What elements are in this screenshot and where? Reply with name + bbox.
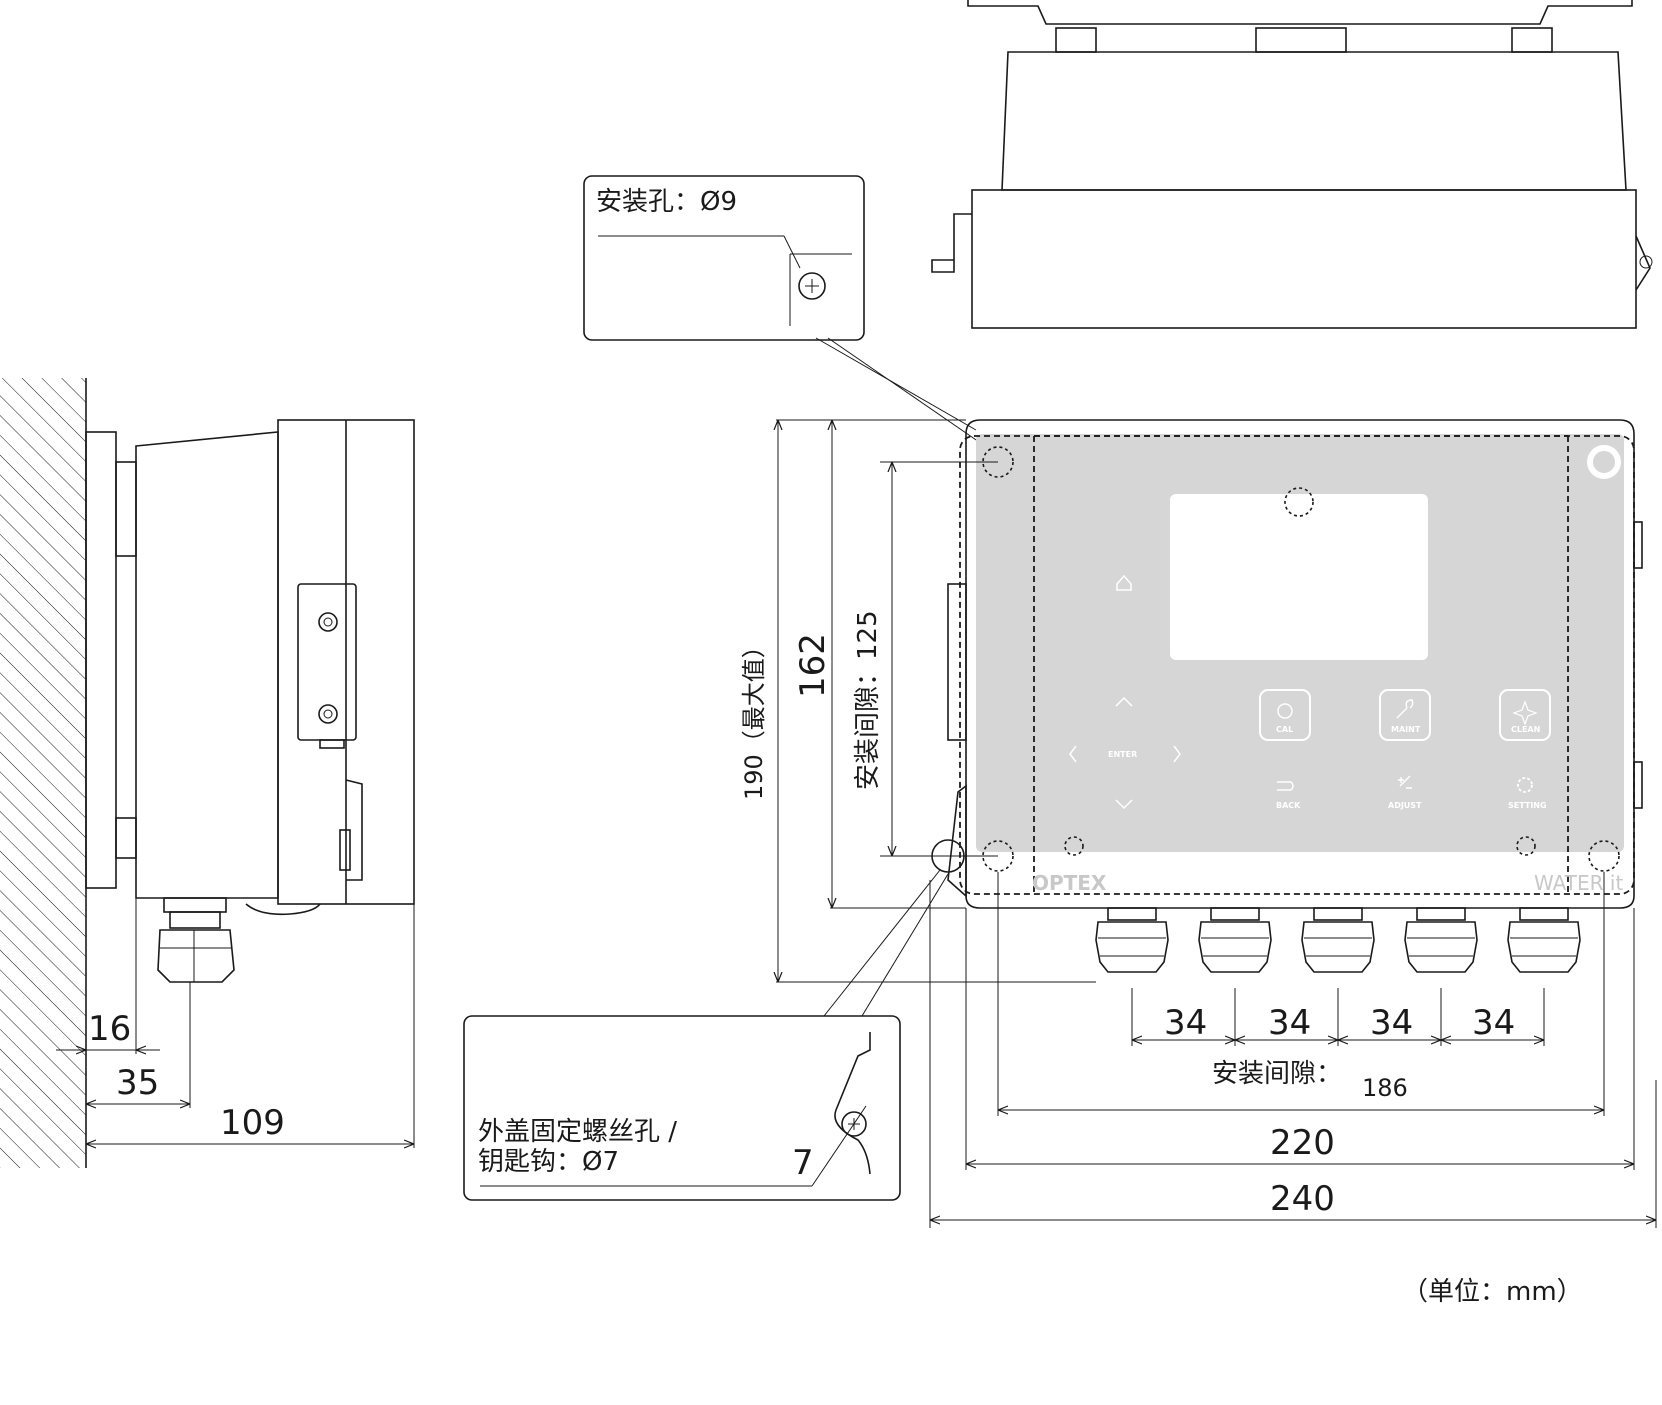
- mount-hole: [982, 840, 1014, 872]
- dim-mount-gap-value: 186: [1362, 1074, 1408, 1102]
- maint-button[interactable]: [1379, 689, 1431, 741]
- dim-pitch-3: 34: [1370, 1003, 1413, 1043]
- adjust-label: ADJUST: [1388, 801, 1422, 810]
- maint-label: MAINT: [1391, 725, 1421, 734]
- mount-hole: [982, 446, 1014, 478]
- dim-overall-height: 190（最大值）: [740, 634, 768, 800]
- cal-label: CAL: [1276, 725, 1293, 734]
- gear-icon[interactable]: [1517, 777, 1533, 793]
- dim-16: 16: [88, 1009, 131, 1049]
- right-arrow-icon[interactable]: [1173, 745, 1181, 763]
- dim-109: 109: [220, 1103, 285, 1143]
- screw-callout: 外盖固定螺丝孔 / 钥匙钩：Ø7 7: [463, 869, 949, 1201]
- screw-callout-line1: 外盖固定螺丝孔 /: [478, 1117, 677, 1147]
- dim-body-width: 220: [1270, 1123, 1335, 1163]
- back-label: BACK: [1276, 801, 1301, 810]
- wall-hatch: [0, 378, 86, 1168]
- sparkle-icon: [1512, 700, 1538, 726]
- dim-mount-gap-vertical: 安装间隙：125: [853, 610, 883, 790]
- down-arrow-icon[interactable]: [1115, 799, 1133, 810]
- dim-body-height: 162: [793, 633, 833, 698]
- status-led-ring: [1587, 445, 1621, 479]
- dim-35: 35: [116, 1063, 159, 1103]
- mount-hole: [1588, 840, 1620, 872]
- product-name: WATER it: [1534, 871, 1623, 895]
- dim-pitch-4: 34: [1472, 1003, 1515, 1043]
- up-arrow-icon[interactable]: [1115, 696, 1133, 707]
- unit-note: （单位：mm）: [1402, 1277, 1583, 1307]
- plus-minus-icon[interactable]: [1398, 775, 1412, 789]
- back-icon[interactable]: [1277, 781, 1294, 791]
- dim-pitch-1: 34: [1164, 1003, 1207, 1043]
- crosshair-icon: [1277, 703, 1293, 719]
- cal-button[interactable]: [1259, 689, 1311, 741]
- hole-callout: 安装孔：Ø9: [583, 175, 983, 445]
- display-window: [1170, 494, 1428, 660]
- home-icon[interactable]: [1116, 574, 1132, 591]
- setting-label: SETTING: [1508, 801, 1547, 810]
- screw-callout-line2: 钥匙钩：Ø7: [478, 1147, 619, 1177]
- enter-key-label[interactable]: ENTER: [1108, 750, 1137, 759]
- left-arrow-icon[interactable]: [1069, 745, 1077, 763]
- side-view: 16 35 109: [0, 378, 415, 1168]
- hole-callout-label: 安装孔：Ø9: [596, 187, 737, 217]
- front-view: ENTER CAL MAINT CLEAN BACK ADJUST SETTIN…: [740, 419, 1657, 1228]
- brand-logo: OPTEX: [1032, 871, 1107, 895]
- cable-glands: [1095, 907, 1581, 973]
- top-view: [931, 0, 1653, 329]
- dim-mount-gap-label: 安装间隙：: [1212, 1059, 1342, 1089]
- wrench-icon: [1396, 699, 1414, 719]
- clean-label: CLEAN: [1511, 725, 1540, 734]
- clean-button[interactable]: [1499, 689, 1551, 741]
- dim-pitch-2: 34: [1268, 1003, 1311, 1043]
- screw-callout-dim: 7: [792, 1143, 814, 1183]
- dim-overall-width: 240: [1270, 1179, 1335, 1219]
